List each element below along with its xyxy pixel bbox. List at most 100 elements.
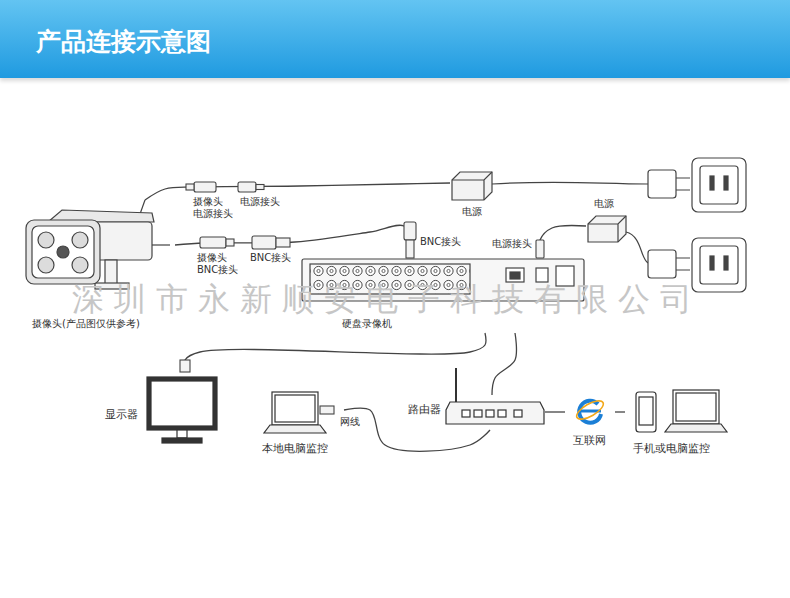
device-node: 显示器 [100,370,220,445]
internet-icon-part [574,397,606,422]
device-label: 摄像头(产品图仅供参考) [32,318,140,330]
wall-plug-socket-part [710,256,714,270]
part-label: BNC接头 [420,236,461,248]
laptop-drawing-part [676,393,716,421]
cable-connectors-part [194,182,216,192]
part-label: 摄像头 BNC接头 [197,252,241,276]
laptop-drawing-part [665,424,727,432]
cable-connectors-part [226,239,234,246]
router-drawing-part [474,410,482,417]
wall-plug-socket-part [648,250,676,278]
cable-connectors-part [320,406,334,414]
dvr-drawing-part [510,272,520,279]
camera-drawing-part [38,232,54,248]
wall-plug-socket-part [492,182,648,184]
monitor-drawing-part [151,381,213,426]
wall-plug-socket-part [724,256,728,270]
device-label: 电源 [594,198,614,210]
laptop-drawing [264,390,727,433]
device-label: 路由器 [408,403,441,416]
device-node: 本地电脑监控 [262,386,344,458]
router-drawing-part [514,410,522,417]
device-label: 硬盘录像机 [342,318,392,330]
laptop-drawing-part [636,392,656,432]
cable-connector [492,333,516,395]
monitor-drawing-part [162,438,202,443]
wall-plug-socket-part [676,258,690,270]
wall-plug-socket-part [626,232,648,263]
power-adapter-drawing-part [452,172,492,200]
device-label: 本地电脑监控 [262,442,328,455]
cable-connectors-part [404,222,416,240]
cable-connector [539,226,586,258]
laptop-drawing-part [275,395,315,422]
router-drawing [446,368,544,424]
laptop-drawing-part [639,397,653,425]
wall-plug-socket-part [700,166,738,204]
camera-drawing-part [140,200,145,214]
cable-connector [545,411,565,412]
cable-connector [184,333,486,370]
monitor-drawing [147,377,217,443]
power-adapter-drawing-part [588,216,626,242]
page-title: 产品连接示意图 [36,27,211,57]
device-node: 电源 [586,198,630,244]
dvr-drawing-part [536,268,548,282]
wall-plug-socket-part [692,158,746,212]
part-label: 摄像头 电源接头 [193,196,234,220]
device-node: 手机或电脑监控 [625,385,735,460]
power-adapter-drawing-part [588,216,626,242]
camera-drawing-part [26,220,100,284]
wall-plug-socket-part [700,246,738,284]
cable-connectors-part [276,238,290,247]
cable-connector [145,183,450,200]
device-label: 显示器 [105,408,138,421]
cable-connectors-part [252,236,276,249]
monitor-drawing-part [177,430,187,438]
internet-icon [574,397,606,422]
cable-connectors-part [256,185,264,190]
camera-drawing-part [72,232,88,248]
laptop-drawing-part [272,392,318,425]
router-drawing-part [455,368,457,402]
wall-plug-socket [492,158,746,292]
router-drawing-part [486,410,494,417]
wall-plug-socket-part [648,170,676,198]
camera-drawing-part [32,226,94,278]
router-drawing-part [498,410,506,417]
router-drawing-part [462,410,470,417]
cable-label: 网线 [338,416,362,428]
power-adapter-drawing-part [452,172,492,200]
cable-connectors-part [186,184,194,190]
camera-drawing [26,200,170,289]
device-node: 互联网 [565,398,615,450]
device-label: 手机或电脑监控 [633,442,710,455]
monitor-drawing-part [147,377,217,430]
cable-connectors-part [406,240,414,258]
cable-connectors-part [238,182,256,192]
device-label: 电源 [462,206,482,218]
camera-drawing-part [72,257,88,273]
device-node: 路由器 [405,395,545,430]
cable-connectors-part [180,360,190,372]
wall-plug-socket-part [724,176,728,190]
cable-connectors-part [536,240,544,258]
watermark: 深圳市永新顺安电子科技有限公司 [72,280,702,318]
camera-drawing-part [38,257,54,273]
part-label: 电源接头 [492,238,532,250]
camera-drawing-part [150,244,170,245]
camera-drawing-part [57,246,69,258]
cable-connector [615,411,625,412]
part-label: 电源接头 [240,196,280,208]
router-drawing-part [446,402,544,424]
dvr-drawing-part [506,268,524,282]
wall-plug-socket-part [710,176,714,190]
laptop-drawing-part [673,390,719,424]
wall-plug-socket-part [676,178,690,190]
cable-connectors-part [200,237,226,248]
laptop-drawing-part [264,425,326,433]
device-label: 互联网 [573,434,606,447]
device-node: 电源 [450,168,495,220]
part-label: BNC接头 [250,252,291,264]
